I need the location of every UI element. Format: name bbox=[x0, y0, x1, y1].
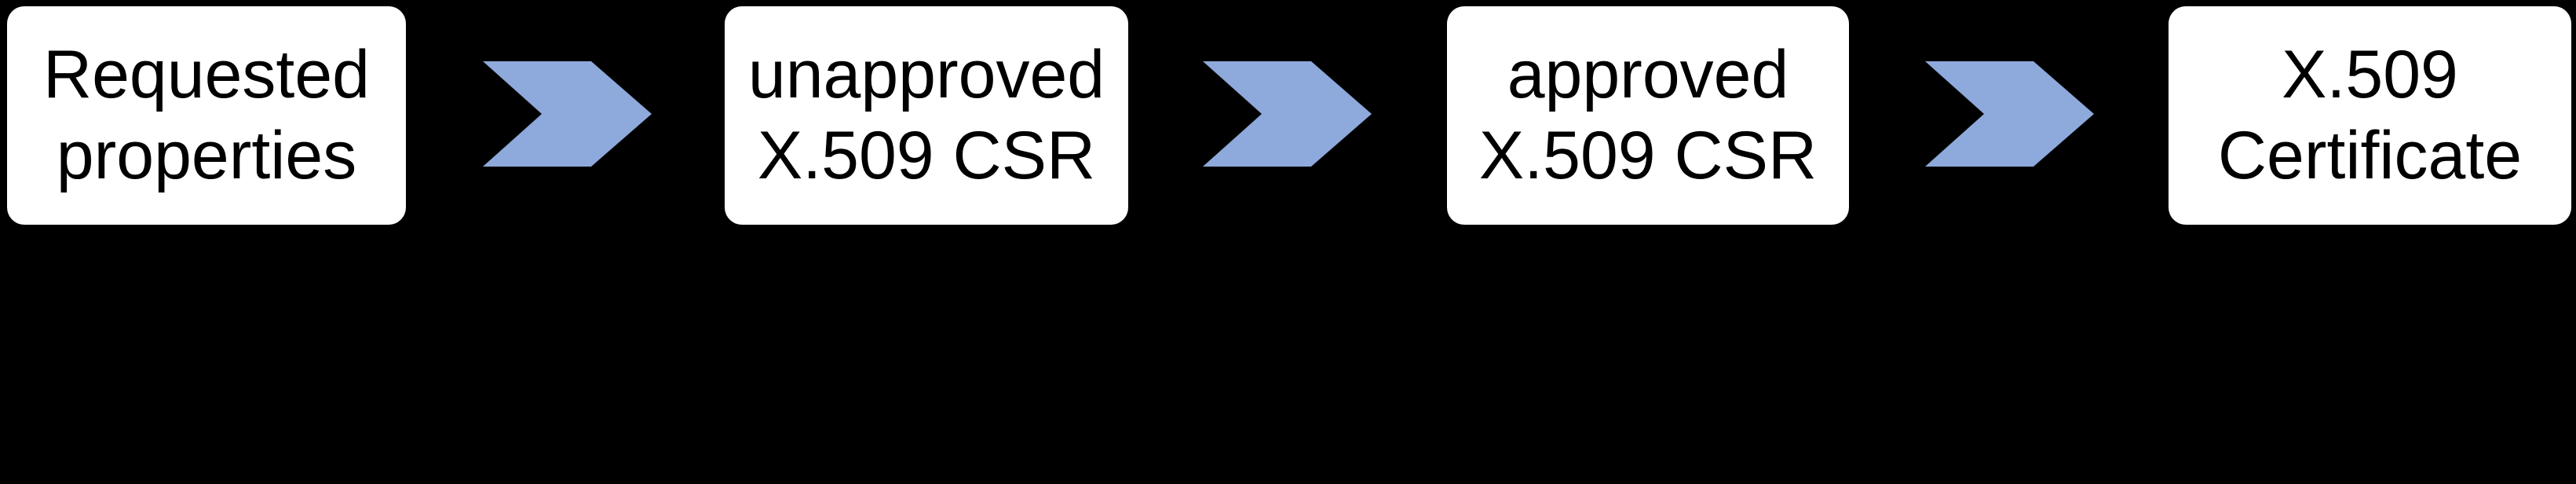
step-box-approved-csr: approved X.509 CSR bbox=[1447, 6, 1849, 225]
step-label-line: X.509 bbox=[2282, 36, 2458, 112]
chevron-arrow-icon bbox=[1925, 61, 2094, 167]
chevron-arrow-icon bbox=[483, 61, 652, 167]
step-label-line: unapproved bbox=[747, 36, 1105, 112]
chevron-arrow-shape bbox=[1203, 61, 1372, 167]
chevron-arrow-shape bbox=[1925, 61, 2094, 167]
step-label-line: X.509 CSR bbox=[757, 118, 1096, 193]
chevron-arrow-shape bbox=[483, 61, 652, 167]
chevron-arrow-icon bbox=[1203, 61, 1372, 167]
step-label-line: approved bbox=[1507, 36, 1789, 112]
step-box-unapproved-csr: unapproved X.509 CSR bbox=[725, 6, 1128, 225]
step-label-line: Requested bbox=[43, 36, 370, 112]
step-label-line: X.509 CSR bbox=[1478, 118, 1818, 193]
step-label-line: Certificate bbox=[2217, 118, 2523, 193]
step-label-line: properties bbox=[56, 118, 357, 193]
step-box-x509-certificate: X.509 Certificate bbox=[2169, 6, 2571, 225]
step-box-requested-properties: Requested properties bbox=[7, 6, 406, 225]
